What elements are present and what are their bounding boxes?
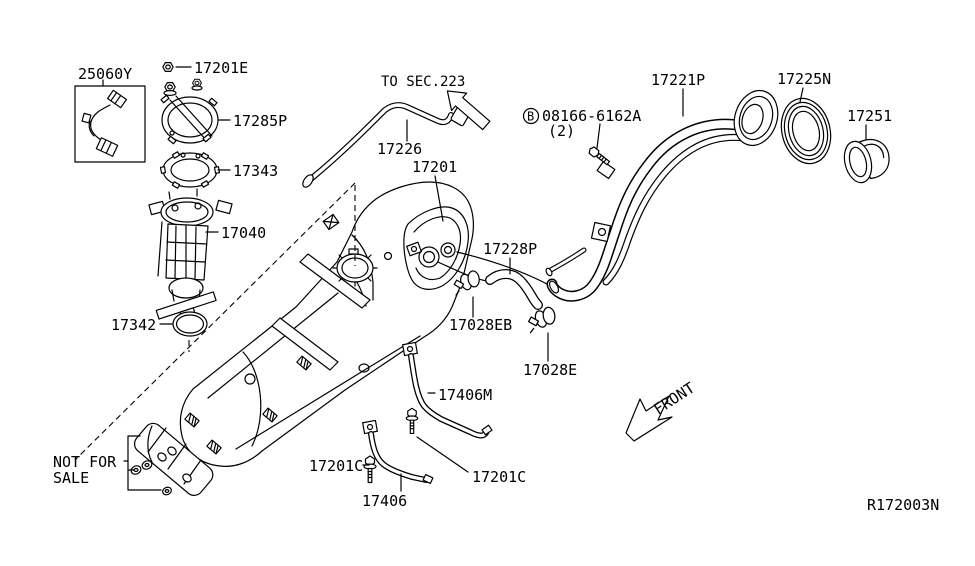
skid-plate-art — [130, 422, 214, 496]
label-lock-ring: 17343 — [233, 162, 278, 180]
label-strap-bolt-right: 17201C — [472, 468, 526, 486]
strap-hooks — [184, 355, 312, 455]
b-bolt-icon — [588, 146, 611, 166]
lock-ring-art — [159, 151, 221, 189]
tank-clip — [322, 213, 340, 231]
label-fuel-pump: 17040 — [221, 224, 266, 242]
label-fuel-tank: 17201 — [412, 158, 457, 176]
label-seal-ring: 17225N — [777, 70, 831, 88]
pump-opening-ring — [332, 248, 378, 287]
label-not-for-sale-1: NOT FOR — [53, 453, 117, 471]
label-filler-neck: 17221P — [651, 71, 705, 89]
label-plate-bolt: 17201E — [194, 59, 248, 77]
filler-cup — [733, 89, 779, 147]
label-clamp-eb: 17028EB — [449, 316, 512, 334]
harness-box-art — [74, 85, 146, 163]
label-strap-bolt-left: 17201C — [309, 457, 363, 475]
filler-cap-art — [843, 138, 890, 184]
circled-b-badge — [522, 107, 540, 125]
label-front: FRONT — [650, 379, 698, 419]
plate-bolts-art — [162, 61, 203, 96]
label-o-ring: 17342 — [111, 316, 156, 334]
label-bolt-b-prefix: B — [527, 110, 534, 124]
label-filler-cap: 17251 — [847, 107, 892, 125]
fuel-tank-art — [179, 181, 548, 467]
label-to-sec: TO SEC.223 — [381, 74, 465, 90]
filler-neck-art — [545, 89, 779, 302]
drawing-ref-code: R172003N — [867, 496, 939, 514]
o-ring-art — [172, 311, 208, 337]
clamp-e-icon — [527, 305, 557, 334]
label-plate: 17285P — [233, 112, 287, 130]
label-not-for-sale-2: SALE — [53, 469, 89, 487]
label-bolt-b-qty: (2) — [548, 122, 575, 140]
label-strap-front: 17406 — [362, 492, 407, 510]
leader-lines — [102, 66, 867, 492]
label-breather-tube: 17226 — [377, 140, 422, 158]
seal-ring-art — [780, 97, 832, 165]
label-strap-rear: 17406M — [438, 386, 492, 404]
hose-art — [485, 269, 543, 310]
label-clamp-e: 17028E — [523, 361, 577, 379]
label-bolt-b-number: 08166-6162A — [542, 107, 641, 125]
strap-front-art — [362, 419, 434, 485]
pump-plate-art — [160, 94, 219, 145]
label-hose: 17228P — [483, 240, 537, 258]
strap-rear-art — [402, 341, 493, 439]
front-arrow — [625, 395, 673, 442]
label-harness: 25060Y — [78, 65, 132, 83]
fuel-pump-art — [148, 188, 233, 321]
to-sec-arrow — [446, 90, 491, 131]
